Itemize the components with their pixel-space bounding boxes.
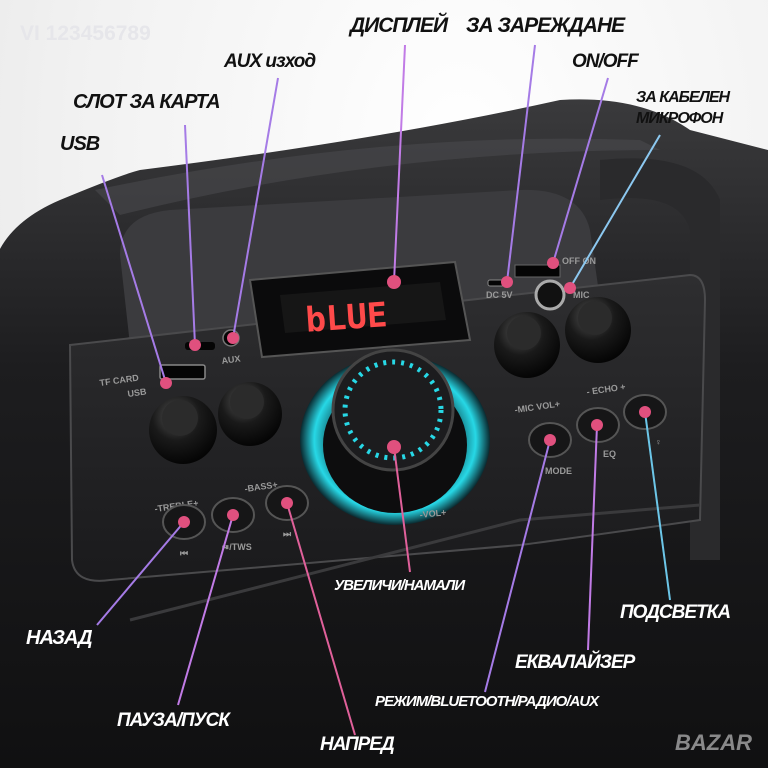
pointer-aux <box>232 77 279 339</box>
echo-knob[interactable] <box>565 297 631 363</box>
display-screen <box>280 282 446 333</box>
pointer-volume <box>393 446 411 573</box>
label-play-pause: ПАУЗА/ПУСК <box>117 710 231 731</box>
label-aux-out: AUX изход <box>223 51 316 72</box>
mic-vol-knob[interactable] <box>494 312 560 378</box>
usb-port-label: USB <box>127 386 148 399</box>
pointer-forward <box>286 502 356 736</box>
label-usb: USB <box>60 133 100 155</box>
pointer-display <box>393 44 406 283</box>
id-watermark: VI 123456789 <box>20 22 151 45</box>
label-wired-mic-2: МИКРОФОН <box>636 110 724 127</box>
mic-jack[interactable] <box>534 279 566 311</box>
label-equalizer: ЕКВАЛАЙЗЕР <box>515 651 636 673</box>
pointer-play-pause <box>177 514 234 706</box>
label-charging: ЗА ЗАРЕЖДАНЕ <box>466 14 626 37</box>
light-bulb-icon: ♀ <box>655 437 662 447</box>
pointer-lines <box>96 44 671 736</box>
prev-icon: ⏮ <box>180 548 188 558</box>
label-back: НАЗАД <box>26 627 92 649</box>
pointer-charging <box>506 44 536 283</box>
display-readout: bLUE <box>304 295 388 341</box>
panel-lower-groove <box>129 503 701 622</box>
pointer-usb <box>101 174 167 384</box>
pointer-dots <box>160 257 651 528</box>
dc-label: DC 5V <box>486 290 513 300</box>
pointer-light <box>644 411 671 601</box>
bass-label: -BASS+ <box>244 479 278 494</box>
label-light: ПОДСВЕТКА <box>620 602 730 623</box>
pointer-mode <box>484 439 551 693</box>
mode-label: MODE <box>545 466 572 476</box>
play-tws-label: ⏯/TWS <box>222 542 252 552</box>
aux-label: AUX <box>221 353 241 366</box>
eq-label: EQ <box>603 449 616 459</box>
treble-knob[interactable] <box>149 396 217 464</box>
label-display: ДИСПЛЕЙ <box>348 13 449 37</box>
pointer-eq <box>587 424 598 651</box>
handle <box>95 138 660 215</box>
usb-port[interactable] <box>159 364 206 380</box>
pointer-on-off <box>552 77 609 264</box>
vol-label: -VOL+ <box>419 507 447 520</box>
pointer-back <box>96 521 185 626</box>
mic-jack-label: MIC <box>573 290 590 300</box>
label-wired-mic-1: ЗА КАБЕЛЕН <box>636 89 731 106</box>
label-volume: УВЕЛИЧИ/НАМАЛИ <box>334 577 466 594</box>
label-forward: НАПРЕД <box>320 734 395 755</box>
pointer-card-slot <box>184 124 196 346</box>
label-mode: РЕЖИМ/BLUETOOTH/РАДИО/AUX <box>375 693 600 710</box>
pointer-mic <box>569 134 661 289</box>
label-card-slot: СЛОТ ЗА КАРТА <box>73 91 220 113</box>
volume-knob[interactable] <box>300 348 490 525</box>
bazar-logo: BAZAR <box>675 730 752 755</box>
label-on-off: ON/OFF <box>572 51 640 72</box>
next-icon: ⏭ <box>283 529 292 539</box>
power-switch[interactable] <box>514 264 561 278</box>
off-on-label: OFF ON <box>562 256 596 266</box>
bass-knob[interactable] <box>218 382 282 446</box>
